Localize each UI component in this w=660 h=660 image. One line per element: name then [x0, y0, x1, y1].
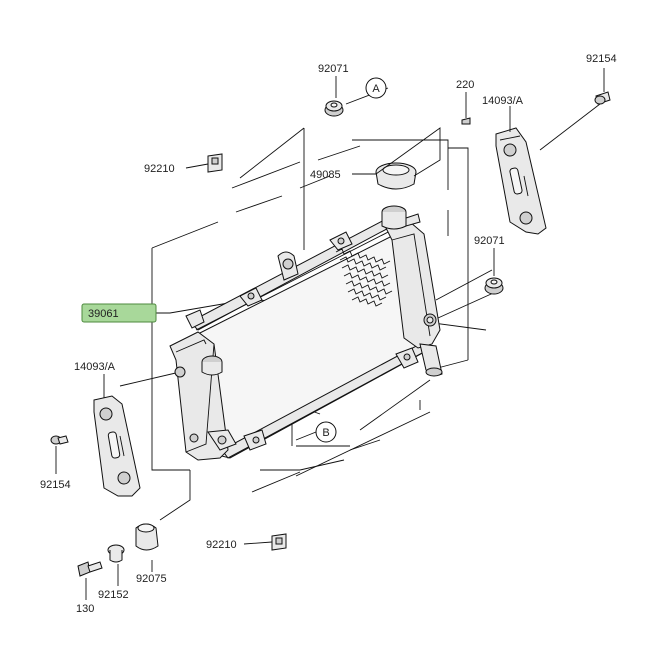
reference-circle-b: B [315, 421, 337, 443]
label-92071-right[interactable]: 92071 [474, 235, 505, 247]
grommet-bottom [135, 523, 159, 551]
reference-b-text: B [322, 427, 329, 439]
side-cover-left [93, 395, 141, 497]
label-leaders [55, 68, 605, 600]
label-92075[interactable]: 92075 [136, 573, 167, 585]
label-39061[interactable]: 39061 [88, 308, 119, 320]
label-92071-top[interactable]: 92071 [318, 63, 349, 75]
label-14093a-top[interactable]: 14093/A [482, 95, 524, 107]
label-92154-top[interactable]: 92154 [586, 53, 617, 65]
side-cover-right [495, 127, 547, 235]
grommet-right [484, 277, 504, 295]
label-92154-left[interactable]: 92154 [40, 479, 71, 491]
radiator-assembly [169, 205, 443, 461]
reference-circle-a: A [365, 77, 387, 99]
label-92210-top[interactable]: 92210 [144, 163, 175, 175]
label-49085[interactable]: 49085 [310, 169, 341, 181]
bolt-130 [77, 561, 103, 577]
grommet-top [324, 100, 344, 117]
reference-a-text: A [372, 83, 380, 95]
part-labels: 92071 220 92154 14093/A 92210 49085 9207… [40, 53, 617, 615]
guide-lines [119, 103, 601, 521]
label-92152[interactable]: 92152 [98, 589, 129, 601]
label-14093a-left[interactable]: 14093/A [74, 361, 116, 373]
clip-nut-bottom [271, 533, 287, 551]
label-220[interactable]: 220 [456, 79, 474, 91]
collar-92152 [107, 544, 125, 563]
small-screw-220 [461, 117, 471, 125]
radiator-fins [335, 248, 393, 307]
label-92210-bottom[interactable]: 92210 [206, 539, 237, 551]
highlight-box-39061 [81, 303, 157, 323]
radiator-cap [375, 162, 417, 190]
label-130[interactable]: 130 [76, 603, 94, 615]
bolt-top [594, 91, 611, 105]
clip-nut-top [207, 153, 223, 173]
bolt-left [50, 435, 69, 445]
